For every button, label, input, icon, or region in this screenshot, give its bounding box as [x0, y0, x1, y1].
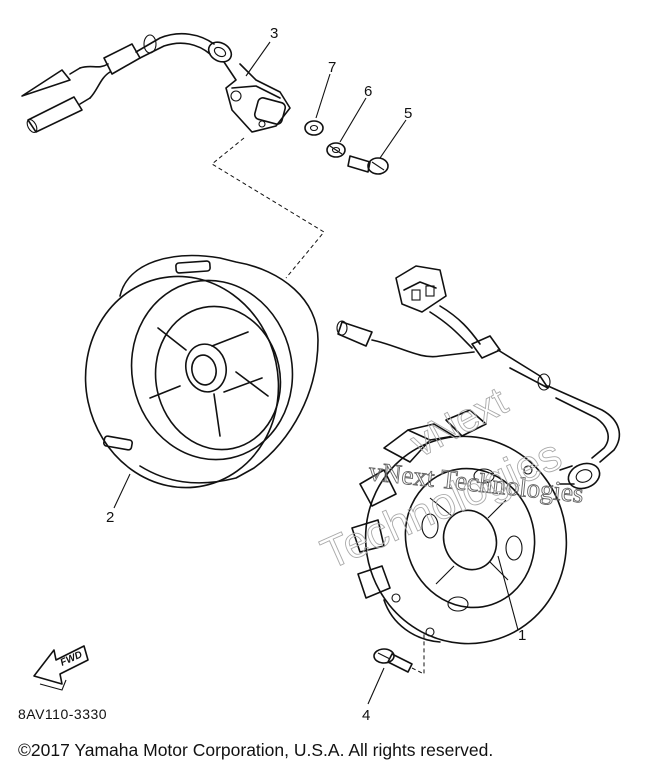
- screw-5: [347, 155, 389, 175]
- stator-assembly: [351, 409, 568, 645]
- leader-lines: [113, 41, 519, 705]
- wire-leads: [21, 32, 233, 134]
- assembly-line-pickup: [211, 137, 325, 279]
- callout-6: 6: [364, 83, 372, 100]
- copyright-notice: ©2017 Yamaha Motor Corporation, U.S.A. A…: [18, 740, 494, 760]
- lock-washer-6: [326, 142, 346, 158]
- callout-3: 3: [270, 25, 278, 42]
- callout-1: 1: [518, 627, 526, 644]
- diagram-code: 8AV110-3330: [18, 706, 108, 722]
- washer-7: [304, 120, 324, 136]
- pickup-coil: [223, 61, 291, 133]
- callout-7: 7: [328, 59, 336, 76]
- callout-4: 4: [362, 707, 370, 724]
- fwd-arrow-icon: FWD: [33, 645, 89, 691]
- callout-5: 5: [404, 105, 412, 122]
- screw-4: [373, 648, 413, 673]
- stator-harness: [336, 265, 621, 490]
- callout-2: 2: [106, 509, 114, 526]
- assembly-line-screw: [411, 634, 425, 675]
- fwd-label: FWD: [59, 649, 84, 668]
- flywheel-rotor: [84, 254, 319, 489]
